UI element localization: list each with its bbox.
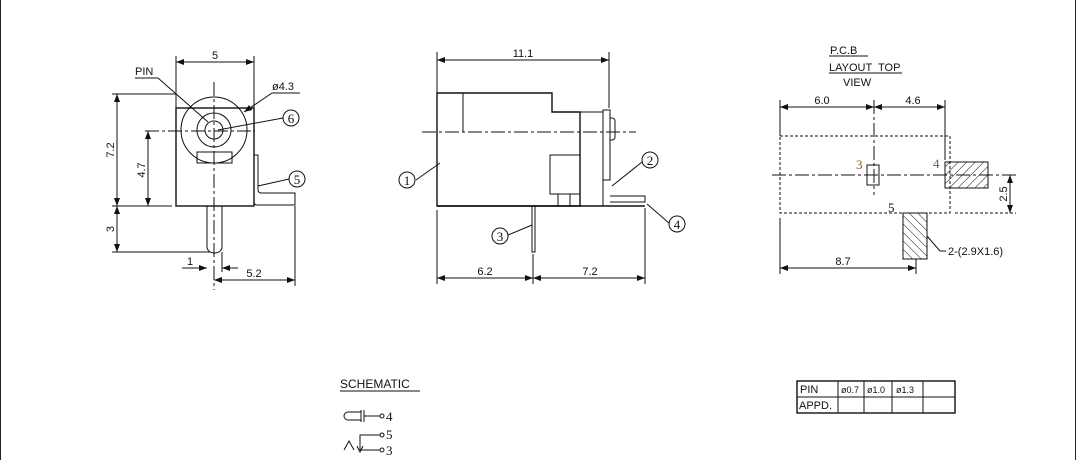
side-view: 11.1 6.2 7.2 1 2 3 4 [398, 48, 686, 284]
dim-vertical: 2.5 [998, 186, 1010, 201]
callout-5 [288, 170, 306, 188]
terminal-4-lead [610, 195, 646, 203]
pin-table: PIN ø0.7 ø1.0 ø1.3 APPD. [796, 380, 956, 414]
table-cell: APPD. [799, 400, 832, 412]
dim-left: 6.0 [814, 95, 829, 107]
terminal-3-lead [531, 205, 536, 253]
dim-center-height: 4.7 [136, 162, 148, 177]
pcb-title-line2: LAYOUT [829, 62, 872, 74]
svg-text:6: 6 [288, 111, 295, 126]
callout-2 [641, 151, 659, 169]
svg-text:2: 2 [647, 153, 654, 168]
svg-text:5: 5 [386, 427, 393, 442]
dim-pin-length: 3 [105, 226, 117, 232]
jack-body-side [436, 92, 581, 207]
pcb-title-overlay: TOP [878, 62, 900, 74]
pad-5 [902, 212, 928, 260]
svg-text:1: 1 [404, 173, 411, 188]
svg-text:3: 3 [497, 229, 504, 244]
pad-note: 2-(2.9X1.6) [948, 246, 1003, 258]
pin-label: PIN [135, 66, 153, 78]
svg-text:5: 5 [888, 200, 895, 215]
pcb-title-line1: P.C.B [830, 45, 857, 57]
side-bracket [253, 154, 296, 206]
table-cell: ø0.7 [841, 385, 859, 395]
dim-bracket-offset: 5.2 [246, 268, 261, 280]
dim-width: 5 [212, 50, 218, 62]
pcb-title-line3: VIEW [843, 77, 872, 89]
svg-text:4: 4 [386, 409, 393, 424]
table-cell: PIN [800, 384, 818, 396]
dim-diameter: ø4.3 [272, 81, 294, 93]
pad-4 [944, 161, 989, 189]
dim-left: 6.2 [477, 266, 492, 278]
dim-right: 7.2 [582, 266, 597, 278]
dim-height: 7.2 [105, 142, 117, 157]
svg-text:5: 5 [294, 172, 301, 187]
svg-text:4: 4 [674, 217, 681, 232]
callout-3 [491, 227, 509, 245]
svg-text:4: 4 [933, 156, 940, 171]
dim-pin-width: 1 [187, 256, 193, 268]
schematic-title: SCHEMATIC [340, 377, 410, 391]
svg-text:3: 3 [856, 157, 863, 172]
svg-text:3: 3 [386, 443, 393, 458]
callout-6 [282, 109, 300, 127]
dim-right: 4.6 [905, 95, 920, 107]
jack-body-front [175, 107, 255, 207]
callout-4 [668, 215, 686, 233]
front-view: 5 7.2 4.7 3 1 5.2 PIN ø4.3 6 5 [105, 50, 306, 290]
callout-1 [398, 171, 416, 189]
schematic: SCHEMATIC 4 5 3 [340, 377, 420, 458]
pad-3 [866, 164, 880, 186]
table-cell: ø1.3 [896, 385, 914, 395]
pcb-layout: P.C.B LAYOUT TOP VIEW 3 4 5 6.0 4.6 2.5 … [772, 45, 1016, 274]
table-cell: ø1.0 [867, 385, 885, 395]
dim-bottom: 8.7 [835, 256, 850, 268]
dim-length: 11.1 [513, 48, 534, 60]
